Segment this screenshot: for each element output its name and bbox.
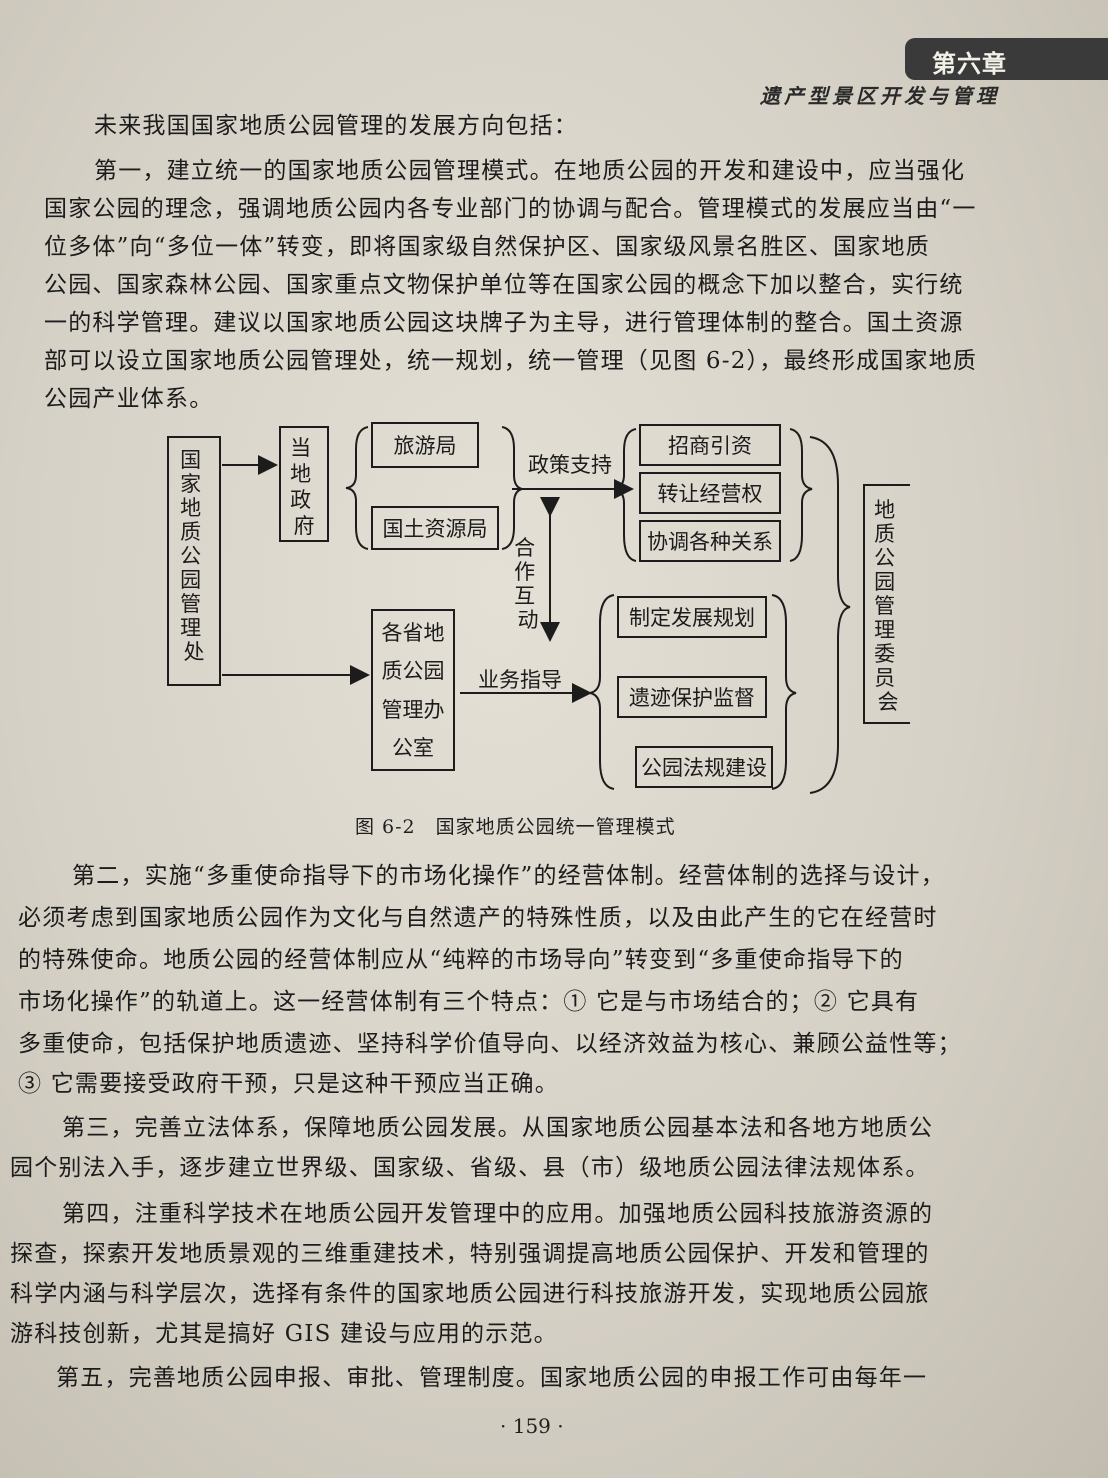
char: 地 <box>290 462 311 486</box>
local-gov-text: 当 地 政 府 <box>290 436 318 538</box>
transfer-label: 转让经营权 <box>658 482 763 506</box>
char: 园 <box>874 570 895 594</box>
char: 地 <box>180 496 201 520</box>
body-line: 市场化操作”的轨道上。这一经营体制有三个特点：① 它是与市场结合的；② 它具有 <box>18 989 920 1015</box>
chapter-tab <box>905 38 1108 80</box>
invest-label: 招商引资 <box>668 434 752 458</box>
provincial-line-3: 管理办 <box>382 698 445 722</box>
char: 处 <box>184 640 205 664</box>
char: 园 <box>180 568 201 592</box>
law-box <box>635 746 773 788</box>
char: 理 <box>874 618 895 642</box>
intro-line: 第一，建立统一的国家地质公园管理模式。在地质公园的开发和建设中，应当强化 <box>94 158 966 184</box>
land-bureau-label: 国土资源局 <box>383 517 488 541</box>
law-label: 公园法规建设 <box>641 756 767 780</box>
body-line: 第二，实施“多重使命指导下的市场化操作”的经营体制。经营体制的选择与设计， <box>72 863 945 889</box>
intro-line: 公园、国家森林公园、国家重点文物保护单位等在国家公园的概念下加以整合，实行统 <box>44 272 964 298</box>
provincial-office-box <box>371 609 455 771</box>
intro-line: 公园产业体系。 <box>44 386 214 412</box>
char: 政 <box>290 488 311 512</box>
body-line: ③ 它需要接受政府干预，只是这种干预应当正确。 <box>18 1071 559 1097</box>
char: 管 <box>874 594 895 618</box>
local-government-box <box>279 426 329 542</box>
intro-line: 国家公园的理念，强调地质公园内各专业部门的协调与配合。管理模式的发展应当由“一 <box>44 196 977 222</box>
provincial-line-1: 各省地 <box>382 621 445 645</box>
char: 府 <box>294 514 315 538</box>
land-bureau-box <box>371 506 499 550</box>
body-line: 第四，注重科学技术在地质公园开发管理中的应用。加强地质公园科技旅游资源的 <box>62 1201 934 1227</box>
char: 家 <box>180 472 201 496</box>
body-line: 的特殊使命。地质公园的经营体制应从“纯粹的市场导向”转变到“多重使命指导下的 <box>18 947 904 973</box>
plan-box <box>617 596 767 638</box>
transfer-box <box>639 472 781 514</box>
coordinate-label: 协调各种关系 <box>647 530 773 554</box>
provincial-line-2: 质公园 <box>382 659 445 683</box>
body-line: 科学内涵与科学层次，选择有条件的国家地质公园进行科技旅游开发，实现地质公园旅 <box>10 1281 930 1307</box>
char: 国 <box>180 448 201 472</box>
char: 委 <box>874 642 895 666</box>
plan-label: 制定发展规划 <box>629 606 755 630</box>
body-line: 游科技创新，尤其是搞好 GIS 建设与应用的示范。 <box>10 1321 558 1347</box>
committee-text: 地 质 公 园 管 理 委 员 会 <box>874 498 902 714</box>
intro-line: 未来我国国家地质公园管理的发展方向包括： <box>94 113 578 139</box>
left-box-text: 国 家 地 质 公 园 管 理 处 <box>180 448 208 664</box>
body-line: 探查，探索开发地质景观的三维重建技术，特别强调提高地质公园保护、开发和管理的 <box>10 1241 930 1267</box>
char: 合 <box>514 536 535 560</box>
page-number: · 159 · <box>500 1414 564 1438</box>
management-model-diagram: 国 家 地 质 公 园 管 理 处 当 地 政 府 旅游局 国土资源局 政策支持… <box>167 422 910 794</box>
body-line: 必须考虑到国家地质公园作为文化与自然遗产的特殊性质，以及由此产生的它在经营时 <box>18 905 938 931</box>
monitor-box <box>617 676 767 718</box>
business-guidance-label: 业务指导 <box>478 668 562 692</box>
tourism-bureau-box <box>371 422 479 468</box>
national-geopark-office-box <box>167 436 221 686</box>
intro-line: 部可以设立国家地质公园管理处，统一规划，统一管理（见图 6-2），最终形成国家地… <box>44 348 978 374</box>
char: 管 <box>180 592 201 616</box>
body-line: 第三，完善立法体系，保障地质公园发展。从国家地质公园基本法和各地方地质公 <box>62 1115 934 1141</box>
char: 质 <box>874 522 895 546</box>
char: 公 <box>874 546 895 570</box>
char: 理 <box>180 616 201 640</box>
char: 质 <box>180 520 201 544</box>
char: 互 <box>514 584 535 608</box>
provincial-line-4: 公室 <box>392 736 434 760</box>
cooperation-text: 合 作 互 动 <box>514 536 542 632</box>
tourism-bureau-label: 旅游局 <box>394 434 457 458</box>
char: 会 <box>878 690 899 714</box>
policy-support-label: 政策支持 <box>528 453 612 477</box>
coordinate-box <box>639 520 781 562</box>
chapter-subtitle: 遗产型景区开发与管理 <box>760 84 1000 108</box>
char: 动 <box>518 608 539 632</box>
figure-caption: 图 6-2 国家地质公园统一管理模式 <box>355 816 676 838</box>
char: 员 <box>874 666 895 690</box>
body-line: 第五，完善地质公园申报、审批、管理制度。国家地质公园的申报工作可由每年一 <box>56 1365 928 1391</box>
char: 地 <box>874 498 895 522</box>
intro-line: 位多体”向“多位一体”转变，即将国家级自然保护区、国家级风景名胜区、国家地质 <box>44 234 930 260</box>
char: 当 <box>290 436 311 460</box>
char: 作 <box>514 560 535 584</box>
invest-box <box>639 424 781 466</box>
body-line: 园个别法入手，逐步建立世界级、国家级、省级、县（市）级地质公园法律法规体系。 <box>10 1155 930 1181</box>
committee-box <box>863 484 910 724</box>
monitor-label: 遗迹保护监督 <box>629 686 755 710</box>
chapter-label: 第六章 <box>932 50 1007 78</box>
intro-line: 一的科学管理。建议以国家地质公园这块牌子为主导，进行管理体制的整合。国土资源 <box>44 310 964 336</box>
body-line: 多重使命，包括保护地质遗迹、坚持科学价值导向、以经济效益为核心、兼顾公益性等； <box>18 1031 962 1057</box>
char: 公 <box>180 544 201 568</box>
